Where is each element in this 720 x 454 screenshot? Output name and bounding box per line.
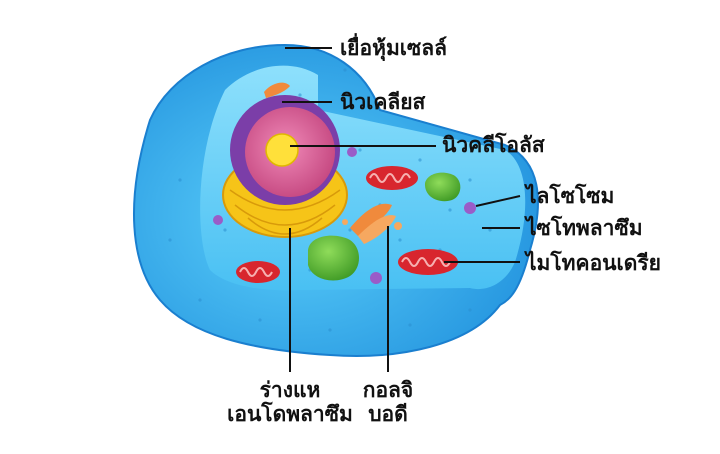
lysosome-4 (347, 147, 357, 157)
vacuole-2 (424, 172, 461, 202)
nucleolus-shape (265, 133, 299, 167)
label-cytoplasm: ไซโทพลาซึม (526, 216, 643, 240)
leader-lysosome (475, 195, 521, 207)
golgi-shape (342, 203, 402, 244)
label-cell-membrane: เยื่อหุ้มเซลล์ (340, 36, 447, 60)
lysosome-2 (370, 272, 382, 284)
er-folds (229, 189, 341, 235)
label-nucleolus: นิวคลีโอลัส (442, 133, 545, 157)
label-lysosome: ไลโซโซม (526, 184, 615, 208)
mitochondrion-2 (366, 166, 418, 190)
mitochondrion-1 (236, 261, 280, 283)
label-golgi-line2: บอดี (368, 402, 408, 426)
lysosome-3 (213, 215, 223, 225)
lysosome-1 (464, 202, 476, 214)
label-er-line1: ร่างแห (259, 378, 321, 402)
label-nucleus: นิวเคลียส (340, 90, 426, 114)
mitochondrion-3 (398, 249, 458, 275)
golgi-small (264, 82, 290, 98)
label-mitochondria: ไมโทคอนเดรีย (526, 251, 661, 275)
leader-lines (282, 47, 521, 372)
vacuole-1 (308, 235, 359, 281)
label-er-line2: เอนโดพลาซึม (227, 402, 353, 426)
label-golgi-line1: กอลจิ (362, 378, 414, 402)
